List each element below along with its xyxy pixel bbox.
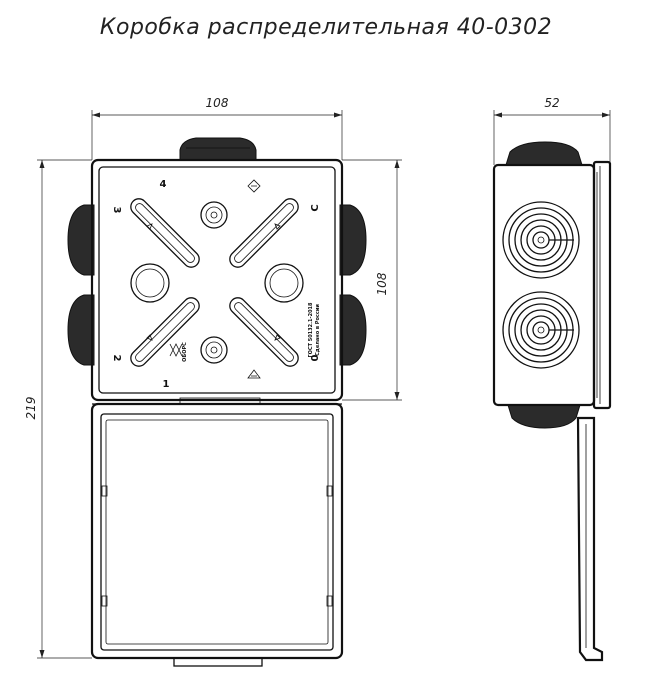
right-upper-cable-gland	[339, 204, 367, 276]
lid-latch	[173, 657, 263, 667]
side-bottom-gland	[507, 404, 581, 429]
marking-left-lower-number: 2	[111, 355, 122, 362]
marking-left-upper-number: 3	[111, 207, 122, 214]
side-lid-edge	[592, 160, 612, 410]
drawing-title: Коробка распределительная 40-0302	[100, 15, 552, 40]
dimension-height-total: 219	[24, 159, 92, 659]
top-cable-gland	[179, 137, 257, 161]
side-body	[492, 163, 596, 407]
marking-bottom-number: 1	[163, 379, 170, 390]
lid-inner-frame	[105, 419, 329, 645]
right-lower-cable-gland	[339, 294, 367, 366]
marking-bottom-right-number: 0	[310, 354, 321, 361]
box-body-inner	[98, 166, 336, 394]
marking-made-in: Сделано в России	[315, 304, 321, 356]
side-view	[492, 141, 612, 662]
marking-right-number: С	[310, 204, 321, 211]
side-lid-open	[576, 416, 604, 662]
box-body-outer	[90, 158, 344, 402]
dimension-depth-side: 52	[493, 96, 611, 165]
dimension-depth-side-label: 52	[544, 96, 559, 110]
left-lower-cable-gland	[67, 294, 95, 366]
dimension-height-box: 108	[342, 159, 402, 401]
lid-inner	[100, 413, 334, 651]
marking-top-number: 4	[160, 179, 167, 190]
front-view: 4 3 2 С 0 1 ГОСТ 50132.1-2018 Сделано в …	[67, 137, 367, 667]
diagonal-ribs	[130, 198, 299, 367]
dimension-height-total-label: 219	[24, 397, 38, 420]
marking-standard: ГОСТ 50132.1-2018	[308, 302, 314, 358]
left-upper-cable-gland	[67, 204, 95, 276]
logo-emblem	[169, 343, 183, 357]
recycle-icon	[247, 369, 261, 379]
marking-logo-text: ОБОРС	[182, 342, 188, 362]
side-gland-lower	[502, 291, 580, 369]
side-top-gland	[505, 141, 583, 166]
lid-outer	[90, 402, 344, 660]
side-gland-upper	[502, 201, 580, 279]
dimension-width-top-label: 108	[206, 96, 229, 110]
dimension-width-top: 108	[91, 96, 343, 160]
mounting-holes	[130, 201, 304, 364]
dimension-height-box-label: 108	[375, 272, 389, 295]
ground-symbol-icon	[247, 179, 261, 193]
